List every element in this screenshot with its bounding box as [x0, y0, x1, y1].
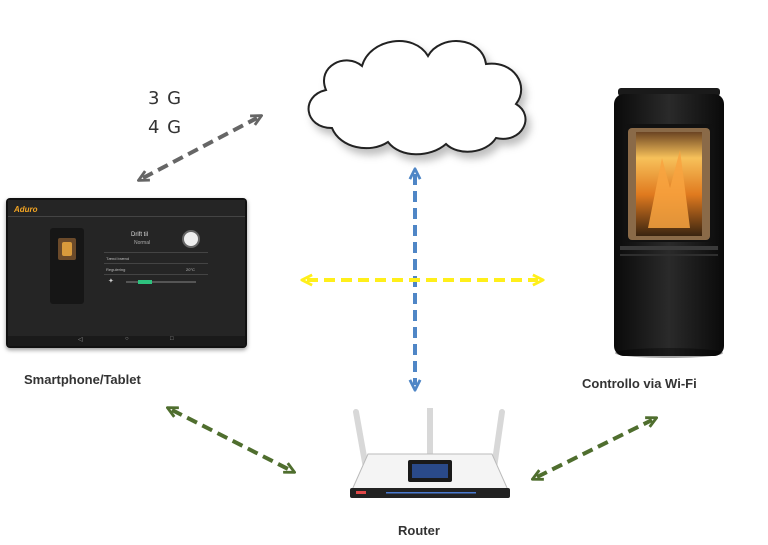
arrow-cellular [143, 118, 257, 178]
tablet-row-divider [104, 263, 208, 264]
tablet-screen: Aduro Drift til Normal Tænd brænd Regule… [8, 200, 245, 346]
tablet-slider-fill [138, 280, 152, 284]
recents-icon[interactable]: □ [170, 336, 174, 342]
tablet-row-divider [104, 274, 208, 275]
tablet-status-bar [8, 216, 245, 217]
tablet-device: Aduro Drift til Normal Tænd brænd Regule… [6, 198, 247, 348]
router-image [350, 408, 510, 498]
tablet-stove-image [50, 228, 84, 304]
cloud-icon [307, 40, 527, 156]
tablet-row-value: 20°C [186, 267, 195, 272]
tablet-mode-value: Normal [134, 240, 151, 246]
tablet-mode-title: Drift til [131, 232, 148, 238]
tablet-power-button[interactable] [182, 230, 200, 248]
tablet-row-label: Regulering [106, 267, 126, 272]
back-icon[interactable]: ◁ [78, 337, 83, 343]
arrow-device-router [172, 410, 290, 470]
stove-image [614, 88, 724, 358]
tablet-row-label: Tænd brænd [106, 256, 130, 261]
router-label: Router [398, 523, 440, 538]
tablet-fan-icon: ✦ [108, 278, 114, 285]
device-label: Smartphone/Tablet [24, 372, 141, 387]
stove-label: Controllo via Wi-Fi [582, 376, 697, 391]
tablet-slider-track[interactable] [126, 281, 196, 283]
tablet-brand-logo: Aduro [14, 205, 38, 214]
arrow-router-stove [537, 420, 652, 477]
network-label-3g: 3 G [148, 88, 183, 109]
tablet-row-divider [104, 252, 208, 253]
home-icon[interactable]: ○ [125, 336, 129, 342]
tablet-nav-bar [8, 336, 245, 346]
